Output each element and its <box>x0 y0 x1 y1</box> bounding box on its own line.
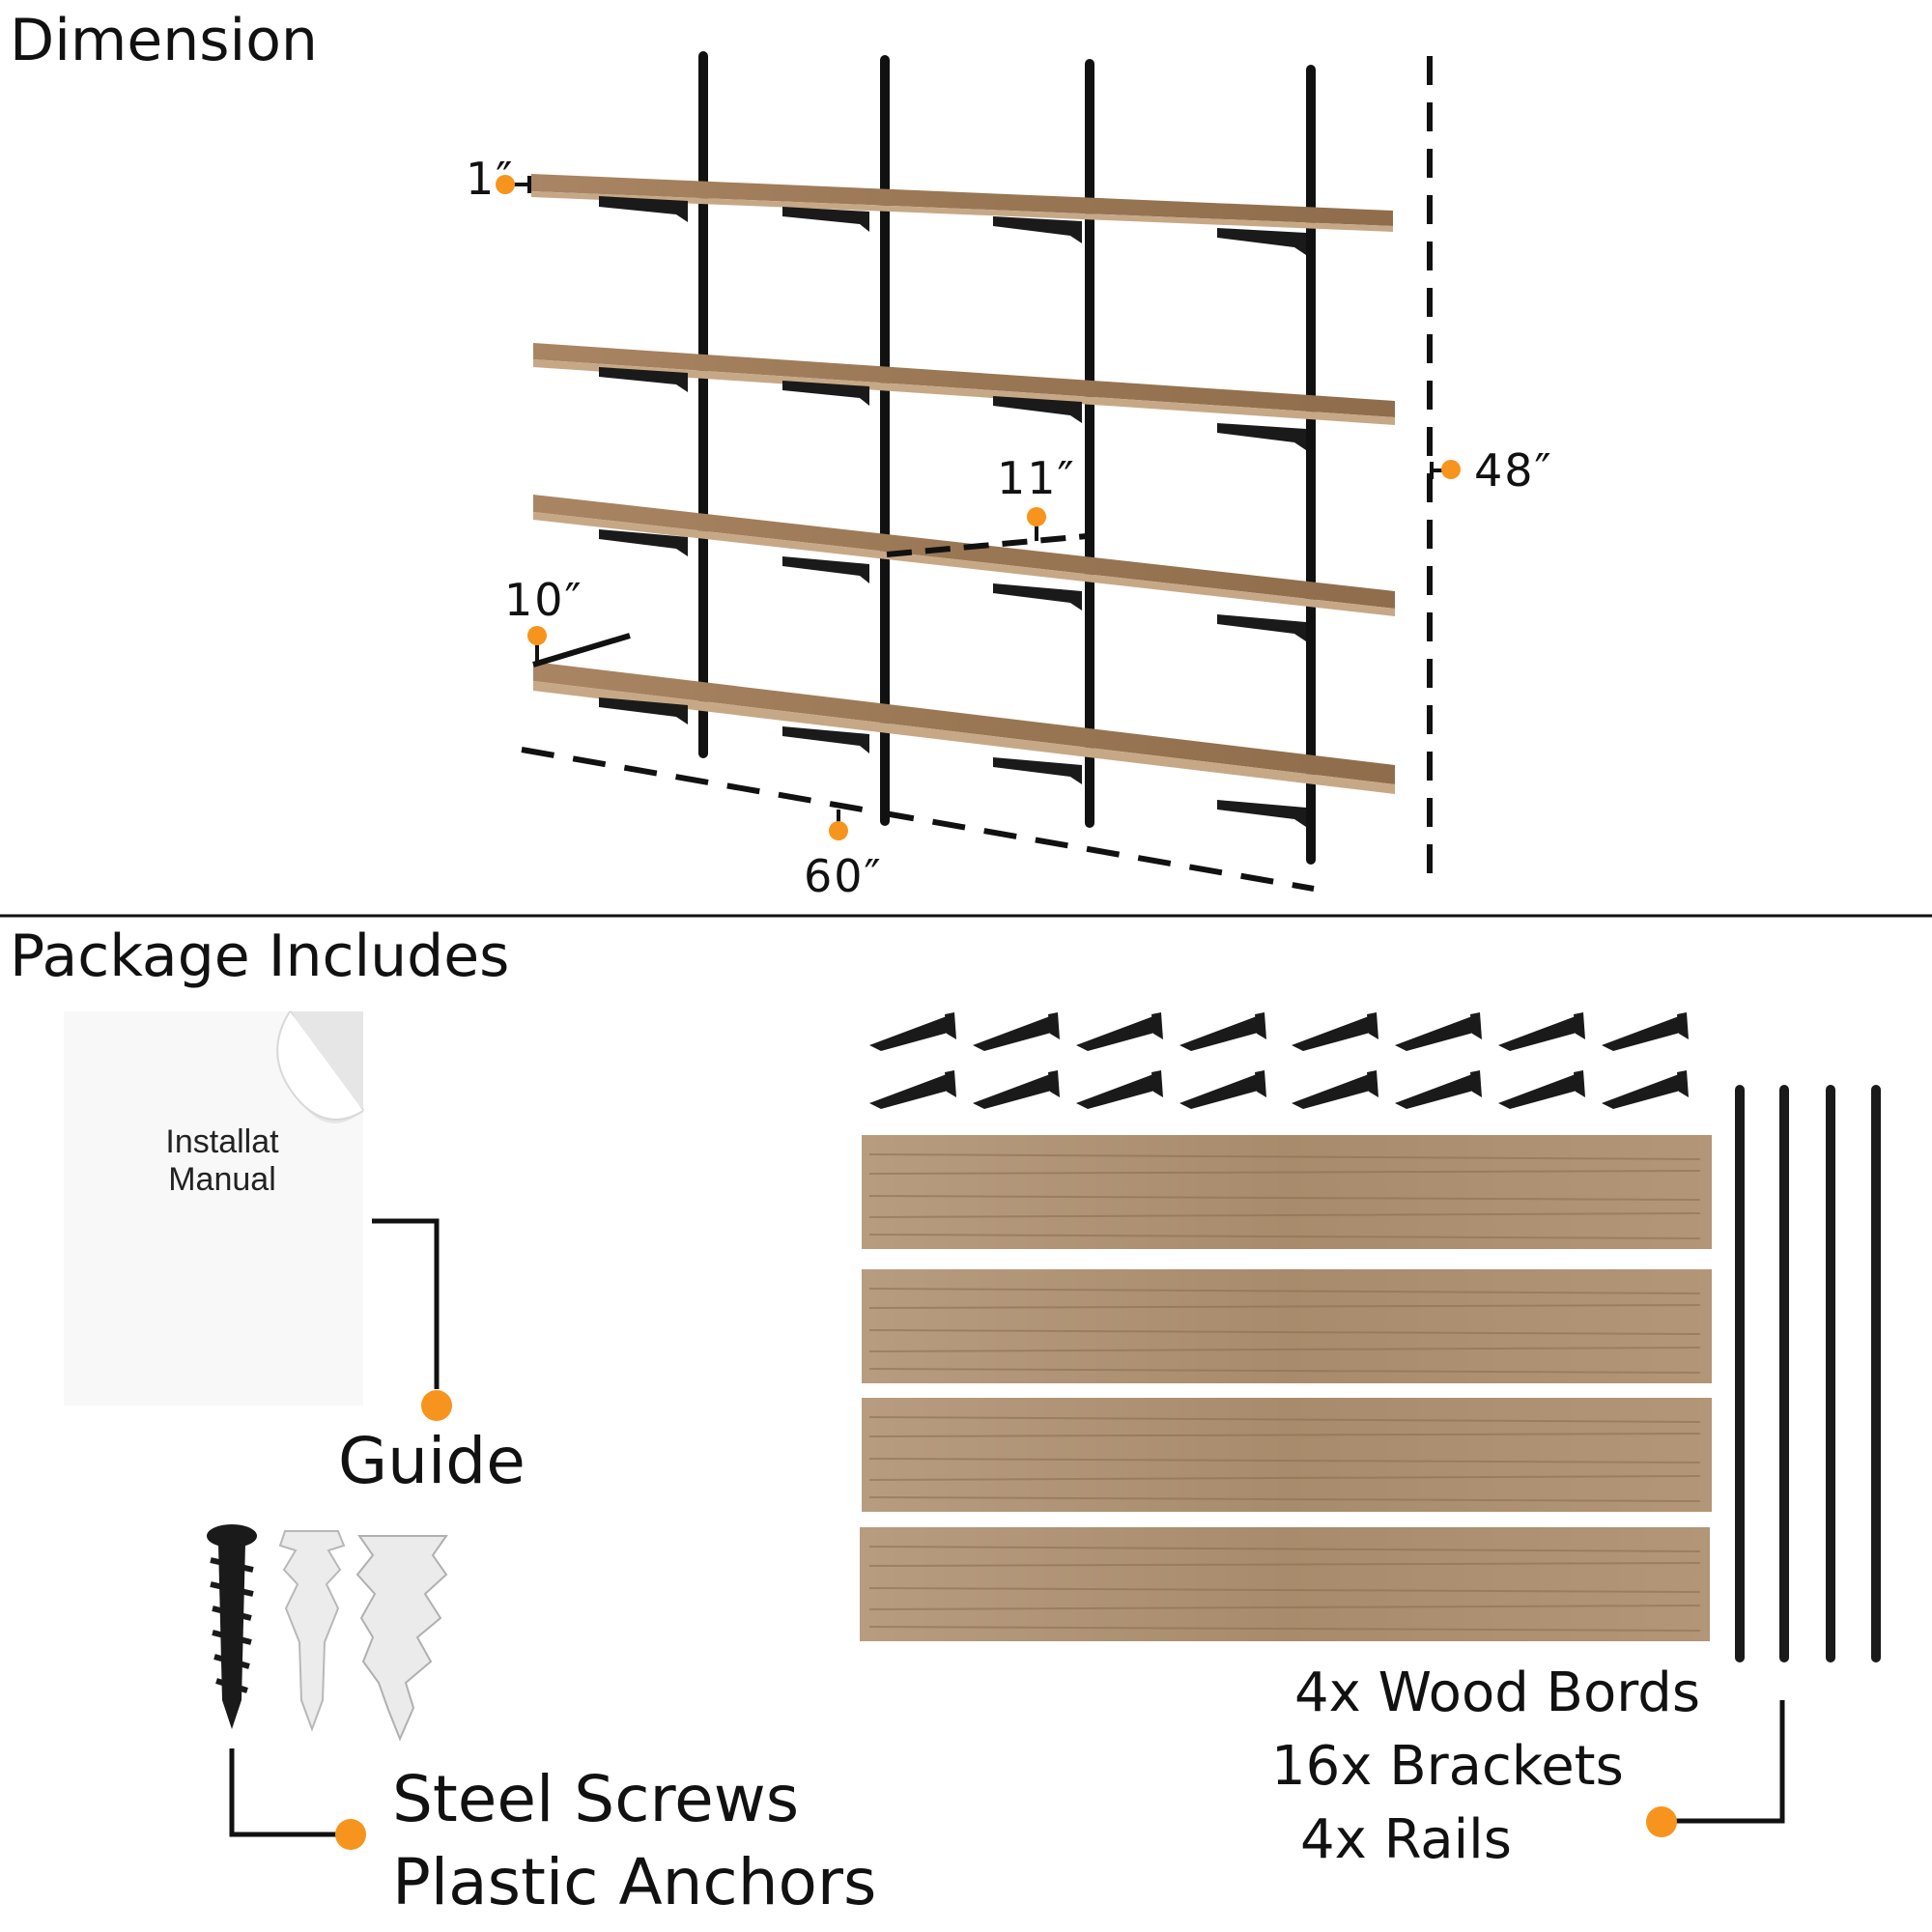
bracket <box>1179 1070 1266 1109</box>
thickness-label: 1″ <box>466 153 515 205</box>
contents-qty: 16x <box>1271 1735 1373 1798</box>
hardware-marker <box>335 1819 366 1850</box>
contents-callout <box>1676 1700 1785 1824</box>
bracket <box>1498 1012 1585 1051</box>
bracket <box>869 1012 956 1051</box>
width-label: 60″ <box>804 850 883 902</box>
contents-qty: 4x <box>1294 1662 1361 1724</box>
guide-callout <box>372 1218 440 1389</box>
manual-line-2: Manual <box>168 1161 276 1198</box>
shelf-2 <box>533 343 1395 450</box>
bracket <box>1179 1012 1266 1051</box>
bracket <box>1076 1070 1163 1109</box>
shelf-1 <box>531 174 1393 255</box>
guide-marker <box>421 1390 452 1421</box>
bracket <box>1498 1070 1585 1109</box>
hardware-line-1: Steel Screws <box>392 1762 800 1836</box>
spacing-label: 11″ <box>997 452 1076 504</box>
screw <box>207 1524 257 1729</box>
contents-name: Wood Bords <box>1378 1662 1700 1724</box>
dimension-markers <box>496 175 1461 840</box>
manual-title: Installat Manual <box>106 1123 338 1199</box>
height-label: 48″ <box>1474 444 1553 497</box>
contents-item: 4x Rails <box>1300 1808 1512 1871</box>
bracket <box>973 1070 1060 1109</box>
contents-name: Rails <box>1383 1808 1512 1871</box>
shelf-3 <box>533 495 1395 641</box>
manual-sheet <box>64 1010 364 1406</box>
bracket <box>1395 1070 1482 1109</box>
manual-line-1: Installat <box>165 1123 279 1160</box>
contents-marker <box>1646 1806 1677 1837</box>
shelf-rails <box>698 51 1316 865</box>
brackets-set <box>869 1012 1689 1109</box>
contents-name: Brackets <box>1389 1735 1624 1798</box>
bracket <box>973 1012 1060 1051</box>
bracket <box>869 1070 956 1109</box>
loose-rails <box>1735 1085 1881 1662</box>
shelf-4 <box>533 662 1395 827</box>
wood-board <box>862 1135 1712 1249</box>
bracket <box>1292 1070 1378 1109</box>
bracket <box>1395 1012 1482 1051</box>
hardware-line-2: Plastic Anchors <box>392 1845 877 1919</box>
dimension-title: Dimension <box>10 7 318 74</box>
wood-board <box>860 1527 1710 1641</box>
plastic-anchor <box>278 1530 346 1732</box>
wood-board <box>862 1269 1712 1383</box>
guide-label: Guide <box>338 1424 526 1498</box>
wood-boards <box>860 1135 1712 1641</box>
bracket <box>1292 1012 1378 1051</box>
drywall-anchor <box>355 1535 448 1742</box>
contents-item: 4x Wood Bords <box>1294 1662 1700 1724</box>
hardware-callout <box>229 1748 336 1837</box>
depth-label: 10″ <box>504 574 583 626</box>
bracket <box>1602 1070 1689 1109</box>
package-title: Package Includes <box>10 923 510 990</box>
contents-item: 16x Brackets <box>1271 1735 1624 1798</box>
wood-board <box>862 1398 1712 1512</box>
bracket <box>1602 1012 1689 1051</box>
contents-qty: 4x <box>1300 1808 1367 1871</box>
bracket <box>1076 1012 1163 1051</box>
